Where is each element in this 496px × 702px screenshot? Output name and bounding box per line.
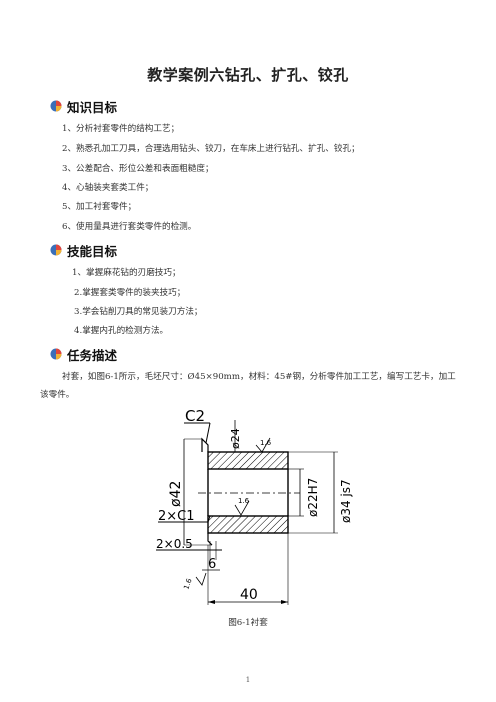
dim-d24: ø24: [229, 428, 242, 449]
roughness-outer: 1.6: [260, 439, 272, 447]
dim-d34js7: ø34 js7: [339, 479, 353, 523]
knowledge-item: 1、分析衬套零件的结构工艺；: [62, 124, 180, 134]
page-title: 教学案例六钻孔、扩孔、铰孔: [147, 66, 349, 84]
bullet-icon: [50, 348, 62, 360]
section-title: 技能目标: [67, 243, 118, 259]
dim-length: 40: [240, 587, 258, 603]
figure-caption: 图6-1衬套: [228, 618, 268, 628]
upper-wall-section: [207, 451, 289, 470]
chamfer-bottom-label: 2×C1: [158, 509, 195, 524]
skill-item: 2.掌握套类零件的装夹技巧；: [74, 288, 186, 298]
lower-wall-section: [207, 515, 289, 534]
dim-six: 6: [208, 557, 216, 572]
skill-item: 3.学会钻削刀具的常见装刀方法；: [74, 307, 203, 317]
section-title: 任务描述: [67, 347, 118, 363]
knowledge-item: 4、心轴装夹套类工件；: [62, 183, 154, 193]
knowledge-item: 5、加工衬套零件；: [62, 202, 137, 212]
groove-label: 2×0.5: [156, 537, 193, 551]
section-header-skills: 技能目标: [50, 242, 118, 259]
page-number: 1: [245, 676, 251, 684]
dim-d22h7: ø22H7: [306, 478, 320, 517]
task-paragraph: 衬套，如图6-1所示，毛坯尺寸：Ø45×90mm，材料：45#钢，分析零件加工工…: [40, 372, 456, 400]
knowledge-item: 6、使用量具进行套类零件的检测。: [62, 222, 197, 232]
chamfer-top-label: C2: [185, 407, 205, 425]
bullet-icon: [50, 244, 62, 256]
section-title: 知识目标: [67, 99, 118, 115]
bullet-icon: [50, 100, 62, 112]
knowledge-item: 3、公差配合、形位公差和表面粗糙度；: [62, 164, 214, 174]
roughness-inner: 1.6: [238, 497, 250, 505]
skill-item: 4.掌握内孔的检测方法。: [74, 326, 169, 336]
knowledge-item: 2、熟悉孔加工刀具，合理选用钻头、铰刀，在车床上进行钻孔、扩孔、铰孔；: [62, 144, 360, 154]
dim-d42: ø42: [168, 481, 184, 507]
bushing-drawing: C2 ø24 1.6 ø42 1.6 ø22H7 ø34 js7 2×C1 2×…: [156, 407, 353, 605]
roughness-end: 1.6: [182, 577, 194, 591]
section-header-task: 任务描述: [50, 346, 118, 363]
skill-item: 1、掌握麻花钻的刃磨技巧；: [72, 268, 181, 278]
section-header-knowledge: 知识目标: [50, 98, 118, 115]
